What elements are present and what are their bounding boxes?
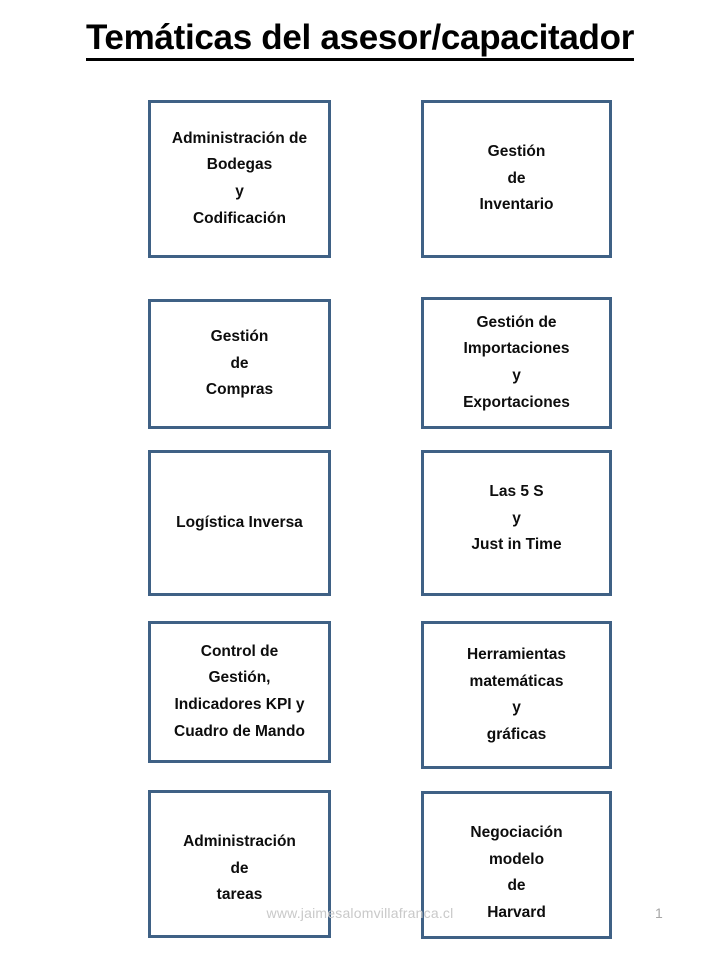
topic-line: matemáticas	[469, 672, 564, 690]
topic-line: gráficas	[486, 725, 547, 743]
topic-box-gestion-importaciones-exportaciones[interactable]: Gestión de Importaciones y Exportaciones	[421, 297, 612, 429]
topic-line: Compras	[205, 381, 274, 399]
page-number: 1	[655, 905, 663, 921]
topic-line: Gestión,	[208, 669, 271, 687]
topic-line: Las 5 S	[489, 483, 544, 500]
page-title: Temáticas del asesor/capacitador	[85, 18, 634, 62]
topic-line: tareas	[216, 886, 263, 904]
topic-box-negociacion-modelo-harvard[interactable]: Negociación modelo de Harvard	[421, 791, 612, 939]
topic-line: Administración	[183, 833, 296, 850]
topic-line: de	[507, 169, 526, 187]
topic-line: de	[230, 354, 249, 372]
topic-line: y	[235, 183, 244, 200]
topic-box-gestion-compras[interactable]: Gestión de Compras	[148, 299, 331, 429]
topic-line: Control de	[200, 642, 279, 660]
topic-line: Negociación	[470, 824, 563, 841]
topic-line: Herramientas	[466, 646, 567, 663]
topic-box-logistica-inversa[interactable]: Logística Inversa	[148, 450, 331, 596]
topic-line: Bodegas	[206, 156, 273, 174]
topic-box-administracion-bodegas-codificacion[interactable]: Administración de Bodegas y Codificación	[148, 100, 331, 258]
topic-line: Harvard	[487, 903, 546, 921]
topic-line: y	[512, 509, 521, 527]
topic-box-control-gestion-kpi-cuadro-mando[interactable]: Control de Gestión, Indicadores KPI y Cu…	[148, 621, 331, 763]
topic-box-gestion-inventario[interactable]: Gestión de Inventario	[421, 100, 612, 258]
topic-line: Indicadores KPI y	[174, 696, 305, 713]
topic-line: y	[512, 699, 521, 717]
page-title-container: Temáticas del asesor/capacitador	[0, 18, 720, 62]
topic-line: Logística Inversa	[176, 513, 303, 531]
topic-box-herramientas-matematicas-graficas[interactable]: Herramientas matemáticas y gráficas	[421, 621, 612, 769]
topic-line: Exportaciones	[463, 393, 570, 411]
topic-line: de	[507, 877, 526, 895]
topic-line: de	[230, 859, 249, 877]
topic-line: Just in Time	[471, 536, 562, 554]
topic-line: Codificación	[192, 209, 286, 227]
topic-line: Importaciones	[463, 340, 570, 358]
topic-line: y	[512, 367, 521, 384]
topic-line: Administración de	[171, 129, 308, 147]
topic-line: Gestión	[210, 328, 269, 346]
topic-line: Gestión de	[476, 313, 557, 331]
topic-line: Cuadro de Mando	[174, 722, 305, 740]
topic-box-administracion-tareas[interactable]: Administración de tareas	[148, 790, 331, 938]
topic-line: modelo	[488, 850, 545, 868]
topic-box-las-5s-just-in-time[interactable]: Las 5 S y Just in Time	[421, 450, 612, 596]
topic-line: Inventario	[479, 196, 554, 214]
topic-line: Gestión	[487, 143, 546, 161]
